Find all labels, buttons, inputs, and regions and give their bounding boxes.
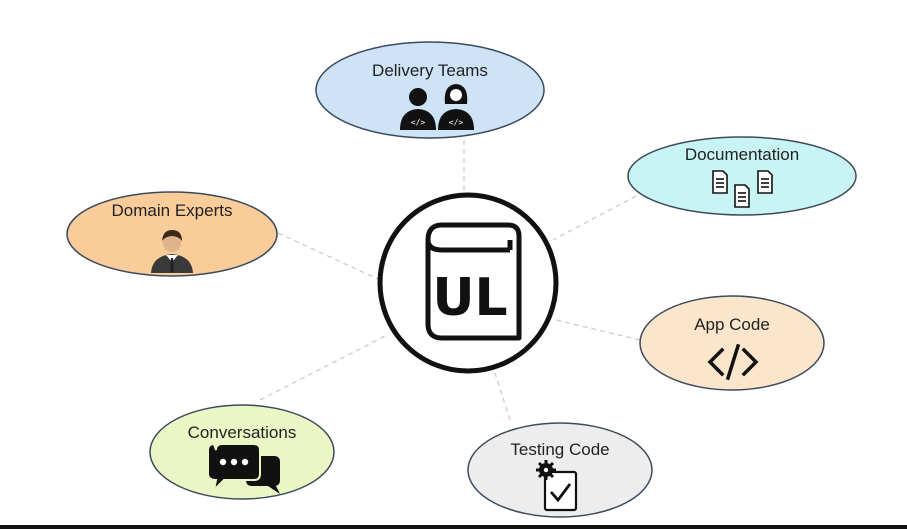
node-label: Documentation	[685, 145, 799, 164]
node-app-code: App Code	[639, 295, 825, 391]
node-domain-experts: Domain Experts	[66, 191, 278, 277]
documents-icon	[712, 170, 773, 208]
node-label: Delivery Teams	[372, 61, 488, 80]
businessman-icon	[151, 230, 193, 273]
node-label: Domain Experts	[112, 201, 233, 220]
node-label: App Code	[694, 315, 770, 334]
code-icon	[707, 343, 759, 381]
connector-domain-experts	[277, 232, 381, 281]
center-ul: UL	[377, 192, 559, 374]
node-ellipse	[467, 422, 653, 518]
node-label: Conversations	[188, 423, 297, 442]
connector-conversations	[259, 335, 386, 401]
connector-app-code	[555, 319, 641, 341]
book-icon	[425, 222, 522, 341]
test-checklist-icon	[536, 460, 578, 512]
center-label: UL	[432, 268, 507, 328]
node-conversations: Conversations	[149, 404, 335, 500]
svg-text:</>: </>	[449, 118, 464, 127]
connector-testing-code	[494, 372, 511, 421]
node-ellipse	[627, 136, 857, 216]
chat-bubbles-icon	[207, 442, 280, 494]
node-ellipse	[315, 41, 545, 139]
node-label: Testing Code	[510, 440, 609, 459]
node-testing-code: Testing Code	[467, 422, 653, 518]
developers-icon: </> </>	[400, 84, 474, 130]
connectors	[259, 140, 641, 421]
bottom-rule	[0, 525, 907, 529]
svg-text:</>: </>	[411, 118, 426, 127]
node-delivery-teams: Delivery Teams </> </>	[315, 41, 545, 139]
node-documentation: Documentation	[627, 136, 857, 216]
node-ellipse	[639, 295, 825, 391]
connector-documentation	[552, 195, 637, 241]
